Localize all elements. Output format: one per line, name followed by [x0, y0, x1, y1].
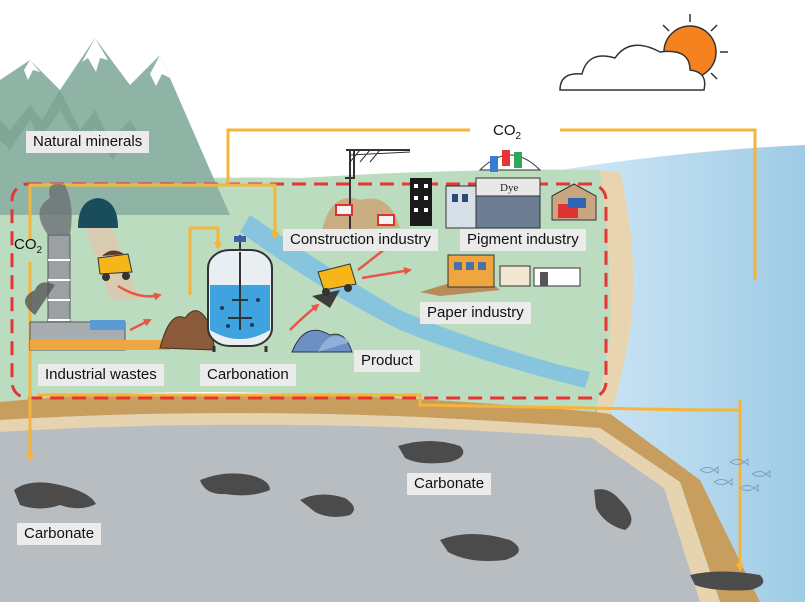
label-carbonate-middle: Carbonate: [407, 473, 492, 495]
label-paper-industry: Paper industry: [420, 302, 531, 324]
construction-site: [322, 149, 432, 232]
carbonation-reactor: [207, 235, 273, 352]
label-pigment-industry: Pigment industry: [460, 229, 586, 251]
paper-factory: [420, 254, 581, 296]
carbonate-rocks: [14, 441, 764, 591]
co2-flow-lines: [26, 128, 757, 572]
fish-school: [699, 458, 771, 492]
mine-truck: [97, 250, 133, 281]
bedrock: [0, 410, 720, 602]
label-product: Product: [354, 350, 420, 372]
product-truck: [312, 263, 357, 308]
mine-tunnel: [78, 198, 118, 228]
land: [0, 169, 611, 412]
label-co2-top: CO2: [487, 120, 528, 144]
label-carbonate-left: Carbonate: [17, 523, 102, 545]
product-piles: [291, 329, 353, 353]
label-industrial-wastes: Industrial wastes: [38, 364, 164, 386]
dye-sign: Dye: [500, 182, 519, 194]
pigment-factory: [445, 150, 597, 229]
cloud: [559, 44, 706, 91]
factory: [25, 183, 170, 351]
label-co2-left: CO2: [14, 236, 43, 256]
label-carbonation: Carbonation: [200, 364, 296, 386]
soil-band: [0, 393, 760, 602]
label-natural-minerals: Natural minerals: [26, 131, 150, 153]
sun-cloud-group: [559, 14, 728, 91]
label-construction-industry: Construction industry: [283, 229, 438, 251]
